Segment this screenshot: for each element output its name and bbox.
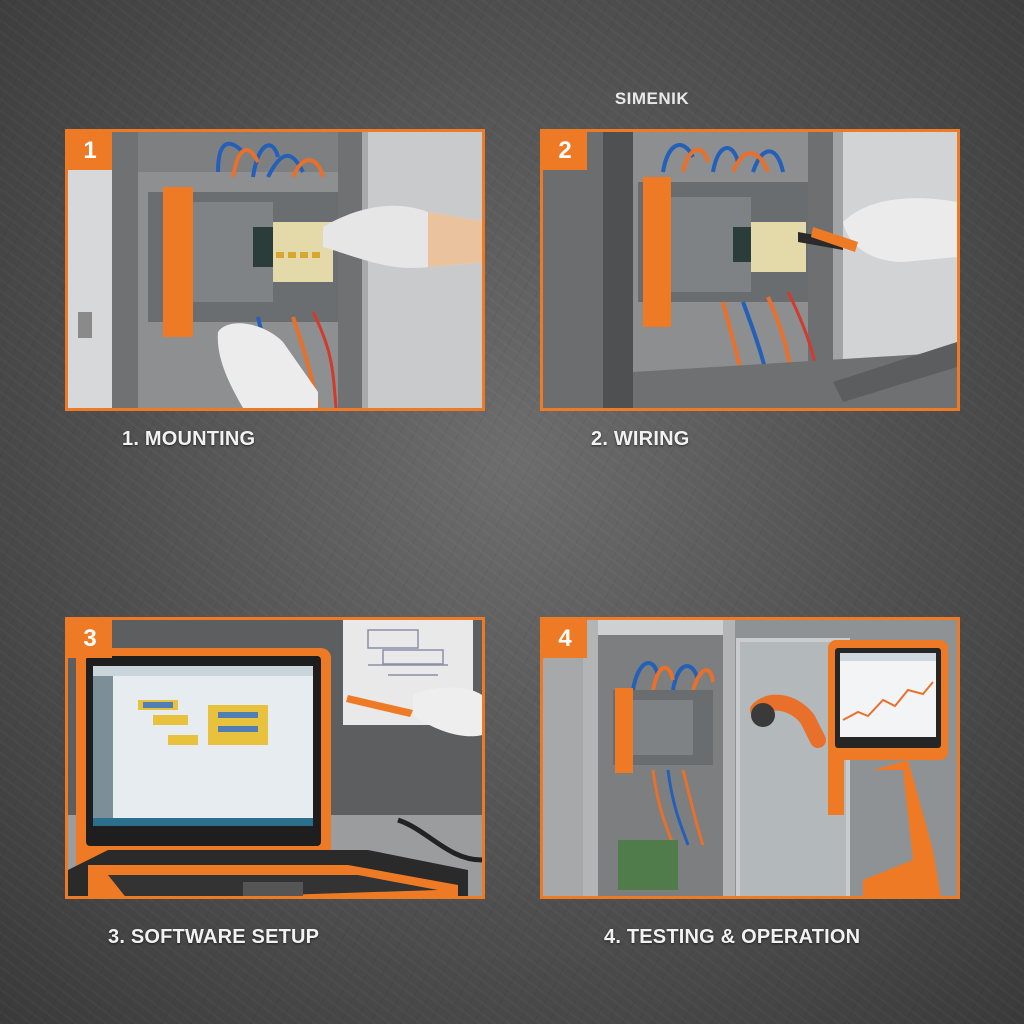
step-3-caption: 3. SOFTWARE SETUP: [108, 926, 320, 948]
software-setup-illustration: [68, 620, 482, 896]
mounting-illustration: [68, 132, 482, 408]
step-3-number-badge: 3: [68, 620, 112, 658]
step-4-caption: 4. TESTING & OPERATION: [604, 926, 861, 948]
step-2-panel: 2: [540, 129, 960, 411]
step-2-caption: 2. WIRING: [591, 428, 690, 450]
step-1-caption: 1. MOUNTING: [122, 428, 256, 450]
brand-logo-text: SIMENIK: [614, 89, 690, 108]
step-1-number-badge: 1: [68, 132, 112, 170]
step-4-number-badge: 4: [543, 620, 587, 658]
step-2-number-badge: 2: [543, 132, 587, 170]
step-3-panel: 3: [65, 617, 485, 899]
testing-operation-illustration: [543, 620, 957, 896]
step-4-panel: 4: [540, 617, 960, 899]
step-1-panel: 1: [65, 129, 485, 411]
wiring-illustration: [543, 132, 957, 408]
